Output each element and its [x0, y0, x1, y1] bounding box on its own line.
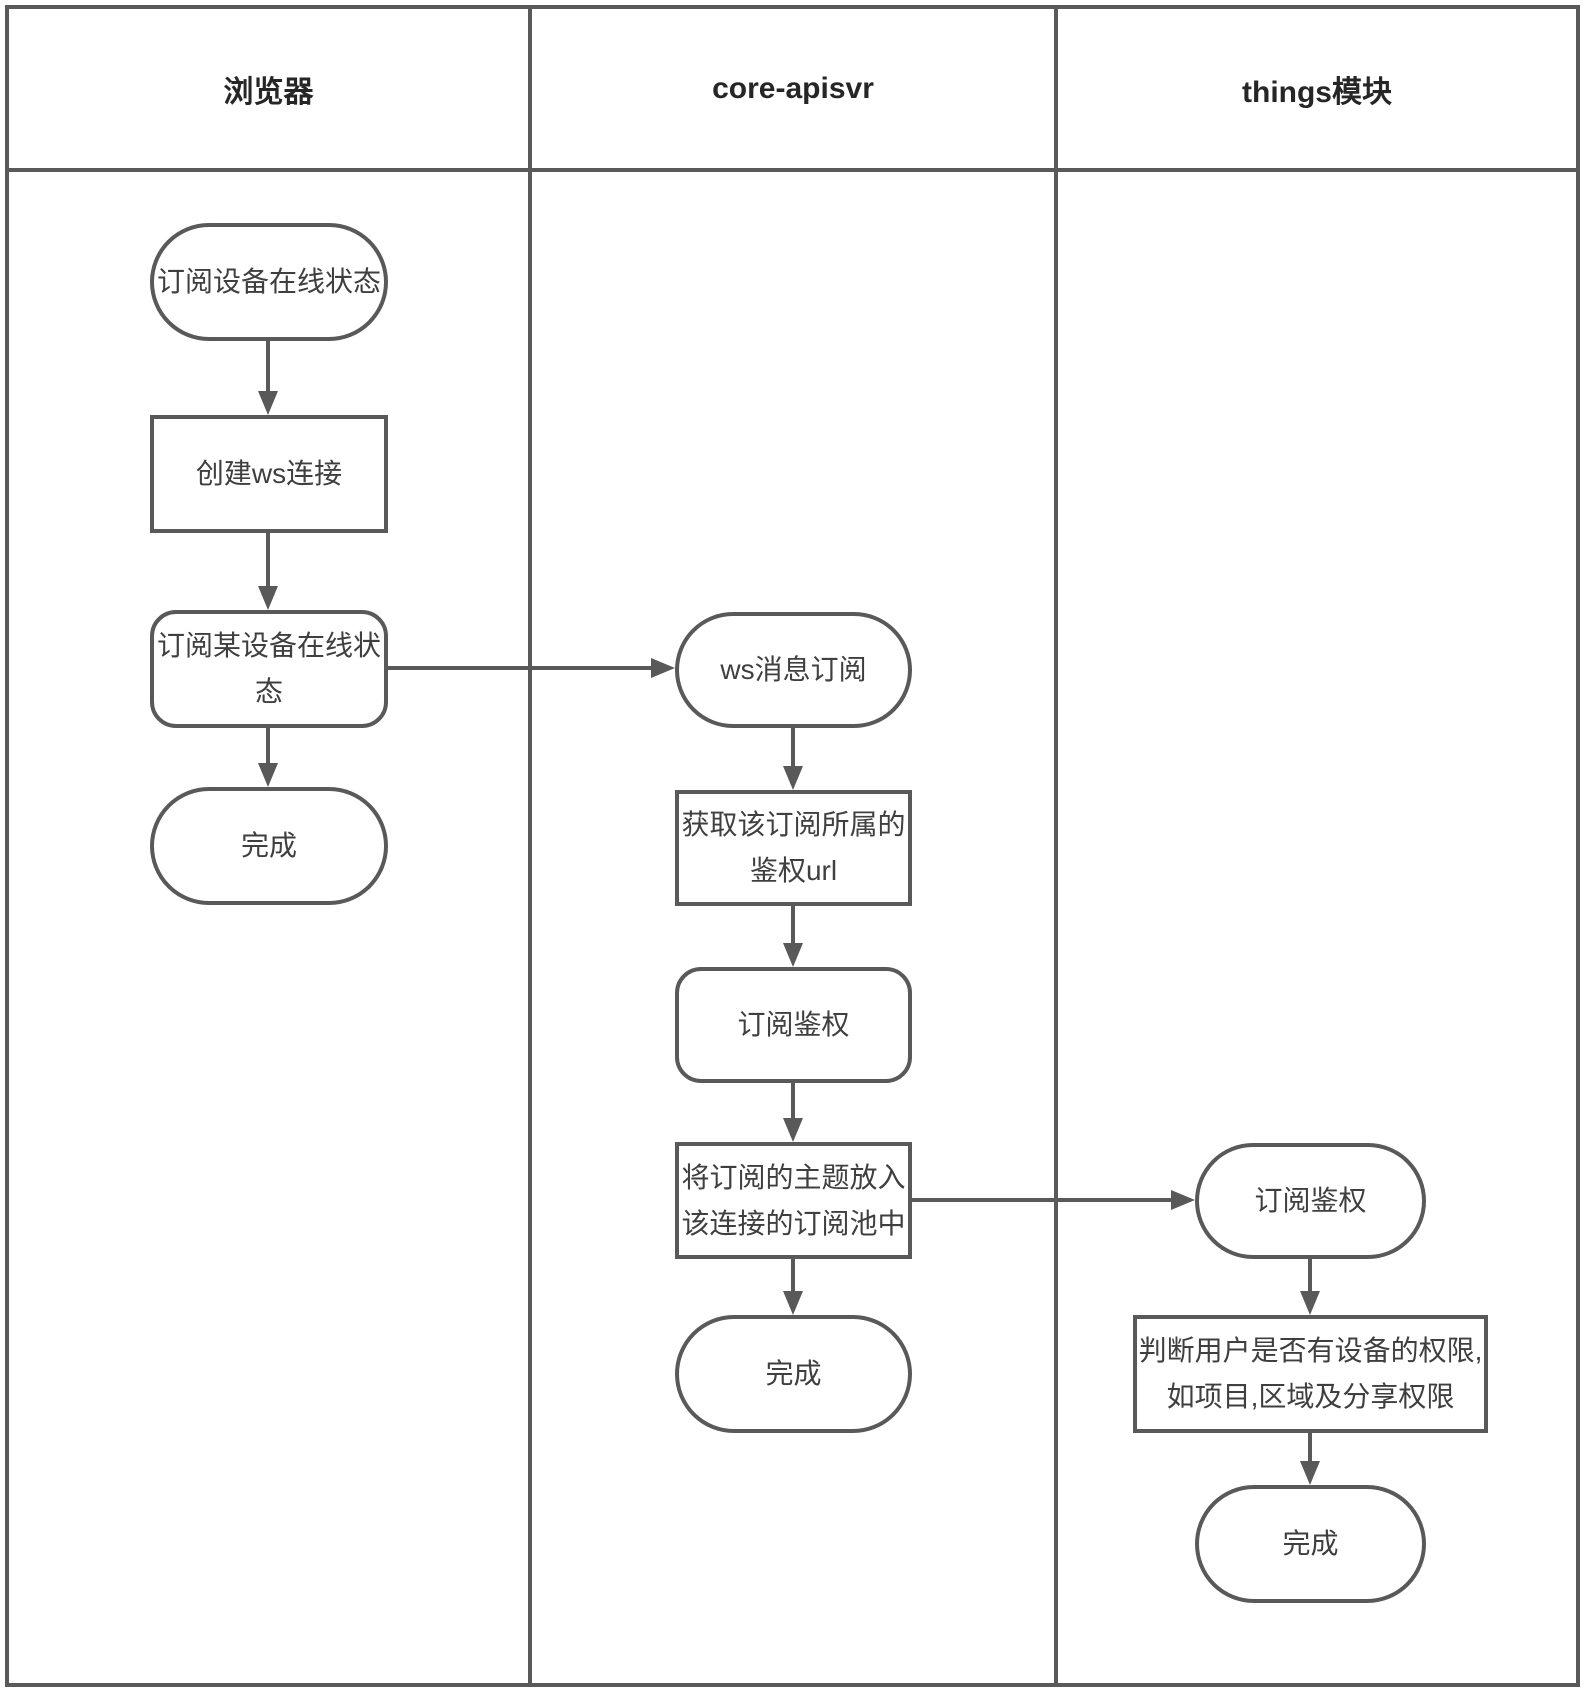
node-get-auth-url: 获取该订阅所属的 鉴权url: [675, 790, 912, 906]
node-check-device-permission: 判断用户是否有设备的权限, 如项目,区域及分享权限: [1133, 1315, 1488, 1433]
header-separator-line: [5, 168, 1580, 172]
node-label: 获取该订阅所属的: [681, 809, 906, 840]
node-subscribe-auth: 订阅鉴权: [675, 967, 912, 1083]
node-browser-done: 完成: [150, 787, 388, 905]
node-ws-message-subscribe: ws消息订阅: [675, 612, 912, 728]
diagram-border: [5, 5, 1580, 1687]
node-label: 创建ws连接: [195, 458, 343, 489]
lane-header-core-apisvr: core-apisvr: [712, 71, 874, 105]
node-label: 订阅某设备在线状: [156, 630, 381, 661]
node-label: 鉴权url: [749, 855, 838, 886]
node-label: 订阅设备在线状态: [156, 266, 381, 297]
node-label: 订阅鉴权: [737, 1009, 850, 1040]
lane-header-browser: 浏览器: [223, 75, 314, 109]
node-label: 如项目,区域及分享权限: [1166, 1381, 1455, 1412]
node-subscribe-one-device-status: 订阅某设备在线状 态: [150, 610, 388, 728]
node-label: 订阅鉴权: [1254, 1185, 1367, 1216]
node-label: ws消息订阅: [720, 654, 867, 685]
node-subscribe-device-status: 订阅设备在线状态: [150, 223, 388, 341]
node-label: 将订阅的主题放入: [681, 1161, 906, 1193]
node-label: 态: [254, 676, 283, 707]
node-things-done: 完成: [1195, 1485, 1426, 1603]
node-label: 完成: [240, 830, 297, 861]
lane-divider-coreapisvr-things: [1054, 5, 1058, 1687]
node-put-topic-into-pool: 将订阅的主题放入 该连接的订阅池中: [675, 1142, 912, 1259]
lane-divider-browser-coreapisvr: [528, 5, 532, 1687]
node-label: 该连接的订阅池中: [681, 1207, 906, 1239]
lane-header-things-module: things模块: [1242, 75, 1392, 109]
node-label: 完成: [1282, 1528, 1339, 1559]
node-create-ws-connection: 创建ws连接: [150, 415, 388, 533]
node-things-subscribe-auth: 订阅鉴权: [1195, 1143, 1426, 1259]
node-label: 判断用户是否有设备的权限,: [1138, 1335, 1483, 1366]
node-label: 完成: [765, 1358, 822, 1389]
node-core-done: 完成: [675, 1315, 912, 1433]
